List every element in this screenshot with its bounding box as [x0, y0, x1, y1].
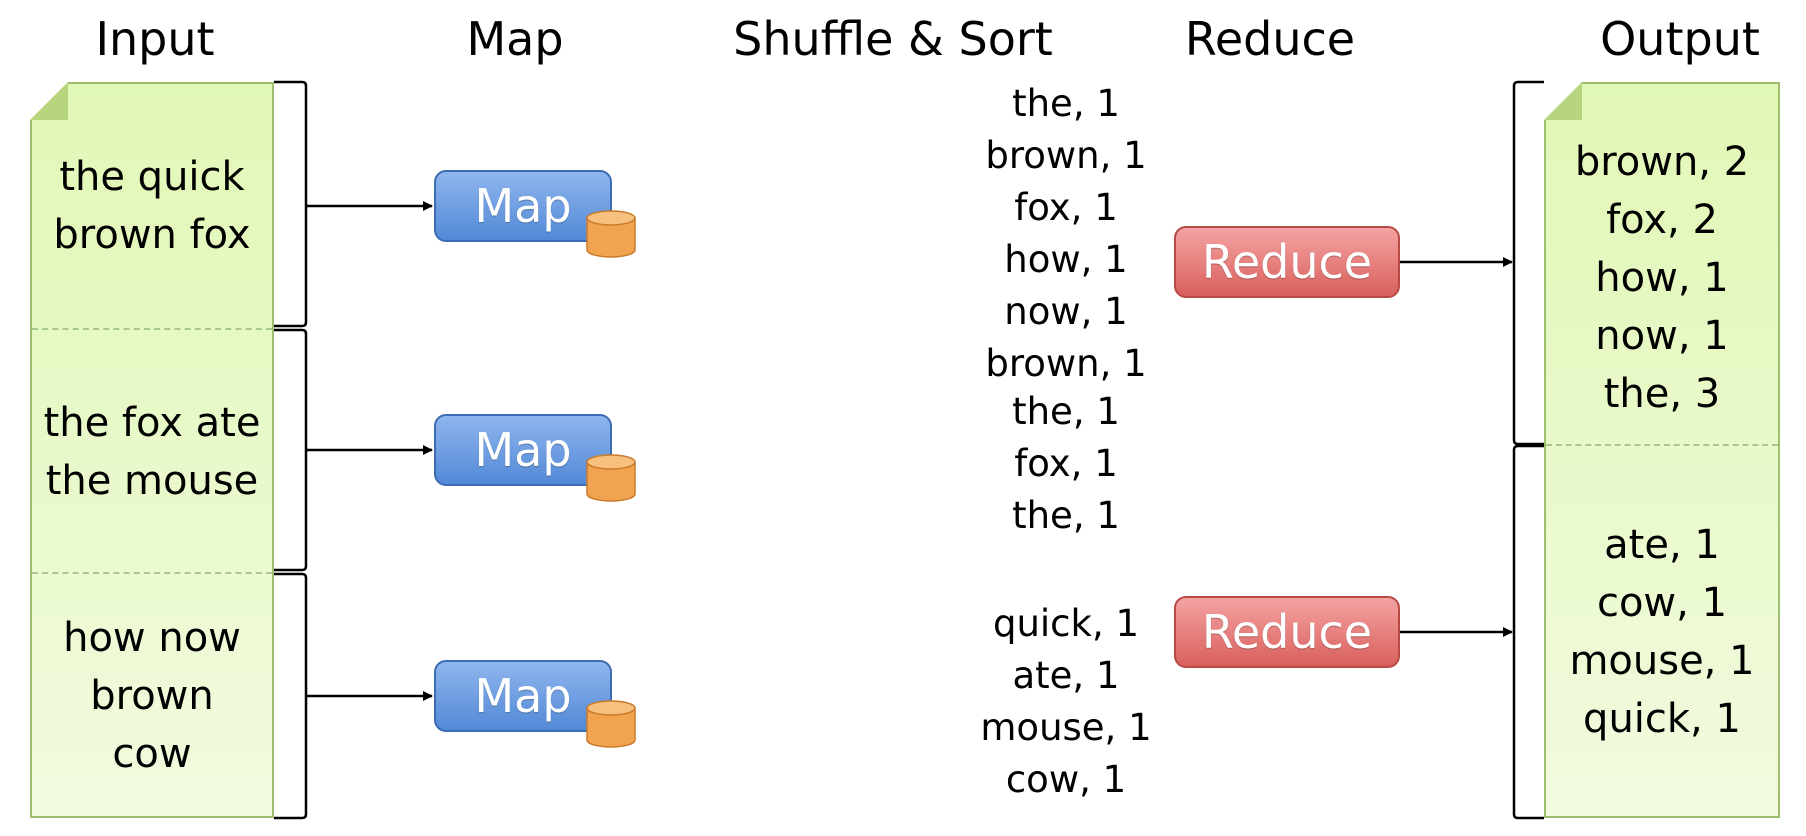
page-fold-icon: [30, 82, 68, 120]
shuffle-pair: the, 1: [1012, 494, 1120, 537]
output-line: cow, 1: [1596, 580, 1728, 626]
input-split-2-line: the mouse: [45, 458, 259, 504]
input-split-3-line: how now: [63, 615, 241, 661]
shuffle-pair: ate, 1: [1012, 654, 1120, 697]
map-task-2: Map: [434, 414, 612, 486]
shuffle-pair: mouse, 1: [980, 706, 1152, 749]
input-split-3-line: cow: [112, 731, 192, 777]
input-split-1-line: brown fox: [53, 212, 251, 258]
reduce-header: Reduce: [1184, 12, 1356, 66]
output-line: brown, 2: [1574, 139, 1750, 185]
input-split-2: the fox ate the mouse: [32, 328, 272, 574]
shuffle-pair: the, 1: [1012, 82, 1120, 125]
input-split-2-line: the fox ate: [43, 400, 261, 446]
output-line: fox, 2: [1606, 197, 1718, 243]
shuffle-pair: cow, 1: [1005, 758, 1127, 801]
input-bracket-3: [274, 572, 308, 820]
shuffle-pair: quick, 1: [992, 602, 1140, 645]
page-fold-icon: [1544, 82, 1582, 120]
input-bracket-2: [274, 328, 308, 572]
output-line: mouse, 1: [1569, 638, 1755, 684]
shuffle-pair: fox, 1: [1014, 442, 1118, 485]
map-header: Map: [466, 12, 564, 66]
map-task-label: Map: [474, 669, 572, 723]
shuffle-pair: fox, 1: [1014, 186, 1118, 229]
shuffle-pair: brown, 1: [985, 342, 1147, 385]
disk-storage-icon: [586, 210, 636, 258]
map-task-1: Map: [434, 170, 612, 242]
shuffle-pair: brown, 1: [985, 134, 1147, 177]
reduce-task-label: Reduce: [1201, 605, 1373, 659]
input-split-1: the quick brown fox: [32, 84, 272, 328]
output-line: quick, 1: [1583, 696, 1741, 742]
shuffle-pair: how, 1: [1004, 238, 1128, 281]
output-split-2: ate, 1 cow, 1 mouse, 1 quick, 1: [1546, 444, 1778, 818]
output-line: now, 1: [1595, 313, 1729, 359]
input-split-3: how now brown cow: [32, 572, 272, 818]
input-bracket-1: [274, 80, 308, 328]
output-bracket-2: [1512, 444, 1544, 820]
input-document: the quick brown fox the fox ate the mous…: [30, 82, 274, 818]
disk-storage-icon: [586, 700, 636, 748]
output-line: the, 3: [1603, 371, 1721, 417]
shuffle-pair: the, 1: [1012, 390, 1120, 433]
reduce-task-2: Reduce: [1174, 596, 1400, 668]
output-bracket-1: [1512, 80, 1544, 446]
reduce-task-1: Reduce: [1174, 226, 1400, 298]
output-split-1: brown, 2 fox, 2 how, 1 now, 1 the, 3: [1546, 84, 1778, 444]
input-split-1-line: the quick: [59, 154, 245, 200]
input-split-3-line: brown: [90, 673, 214, 719]
reduce-task-label: Reduce: [1201, 235, 1373, 289]
shuffle-sort-header: Shuffle & Sort: [733, 12, 1053, 66]
output-line: ate, 1: [1604, 522, 1720, 568]
output-header: Output: [1600, 12, 1760, 66]
map-task-3: Map: [434, 660, 612, 732]
map-task-label: Map: [474, 179, 572, 233]
disk-storage-icon: [586, 454, 636, 502]
map-task-label: Map: [474, 423, 572, 477]
output-line: how, 1: [1595, 255, 1729, 301]
output-document: brown, 2 fox, 2 how, 1 now, 1 the, 3 ate…: [1544, 82, 1780, 818]
shuffle-pair: now, 1: [1004, 290, 1128, 333]
input-header: Input: [95, 12, 215, 66]
